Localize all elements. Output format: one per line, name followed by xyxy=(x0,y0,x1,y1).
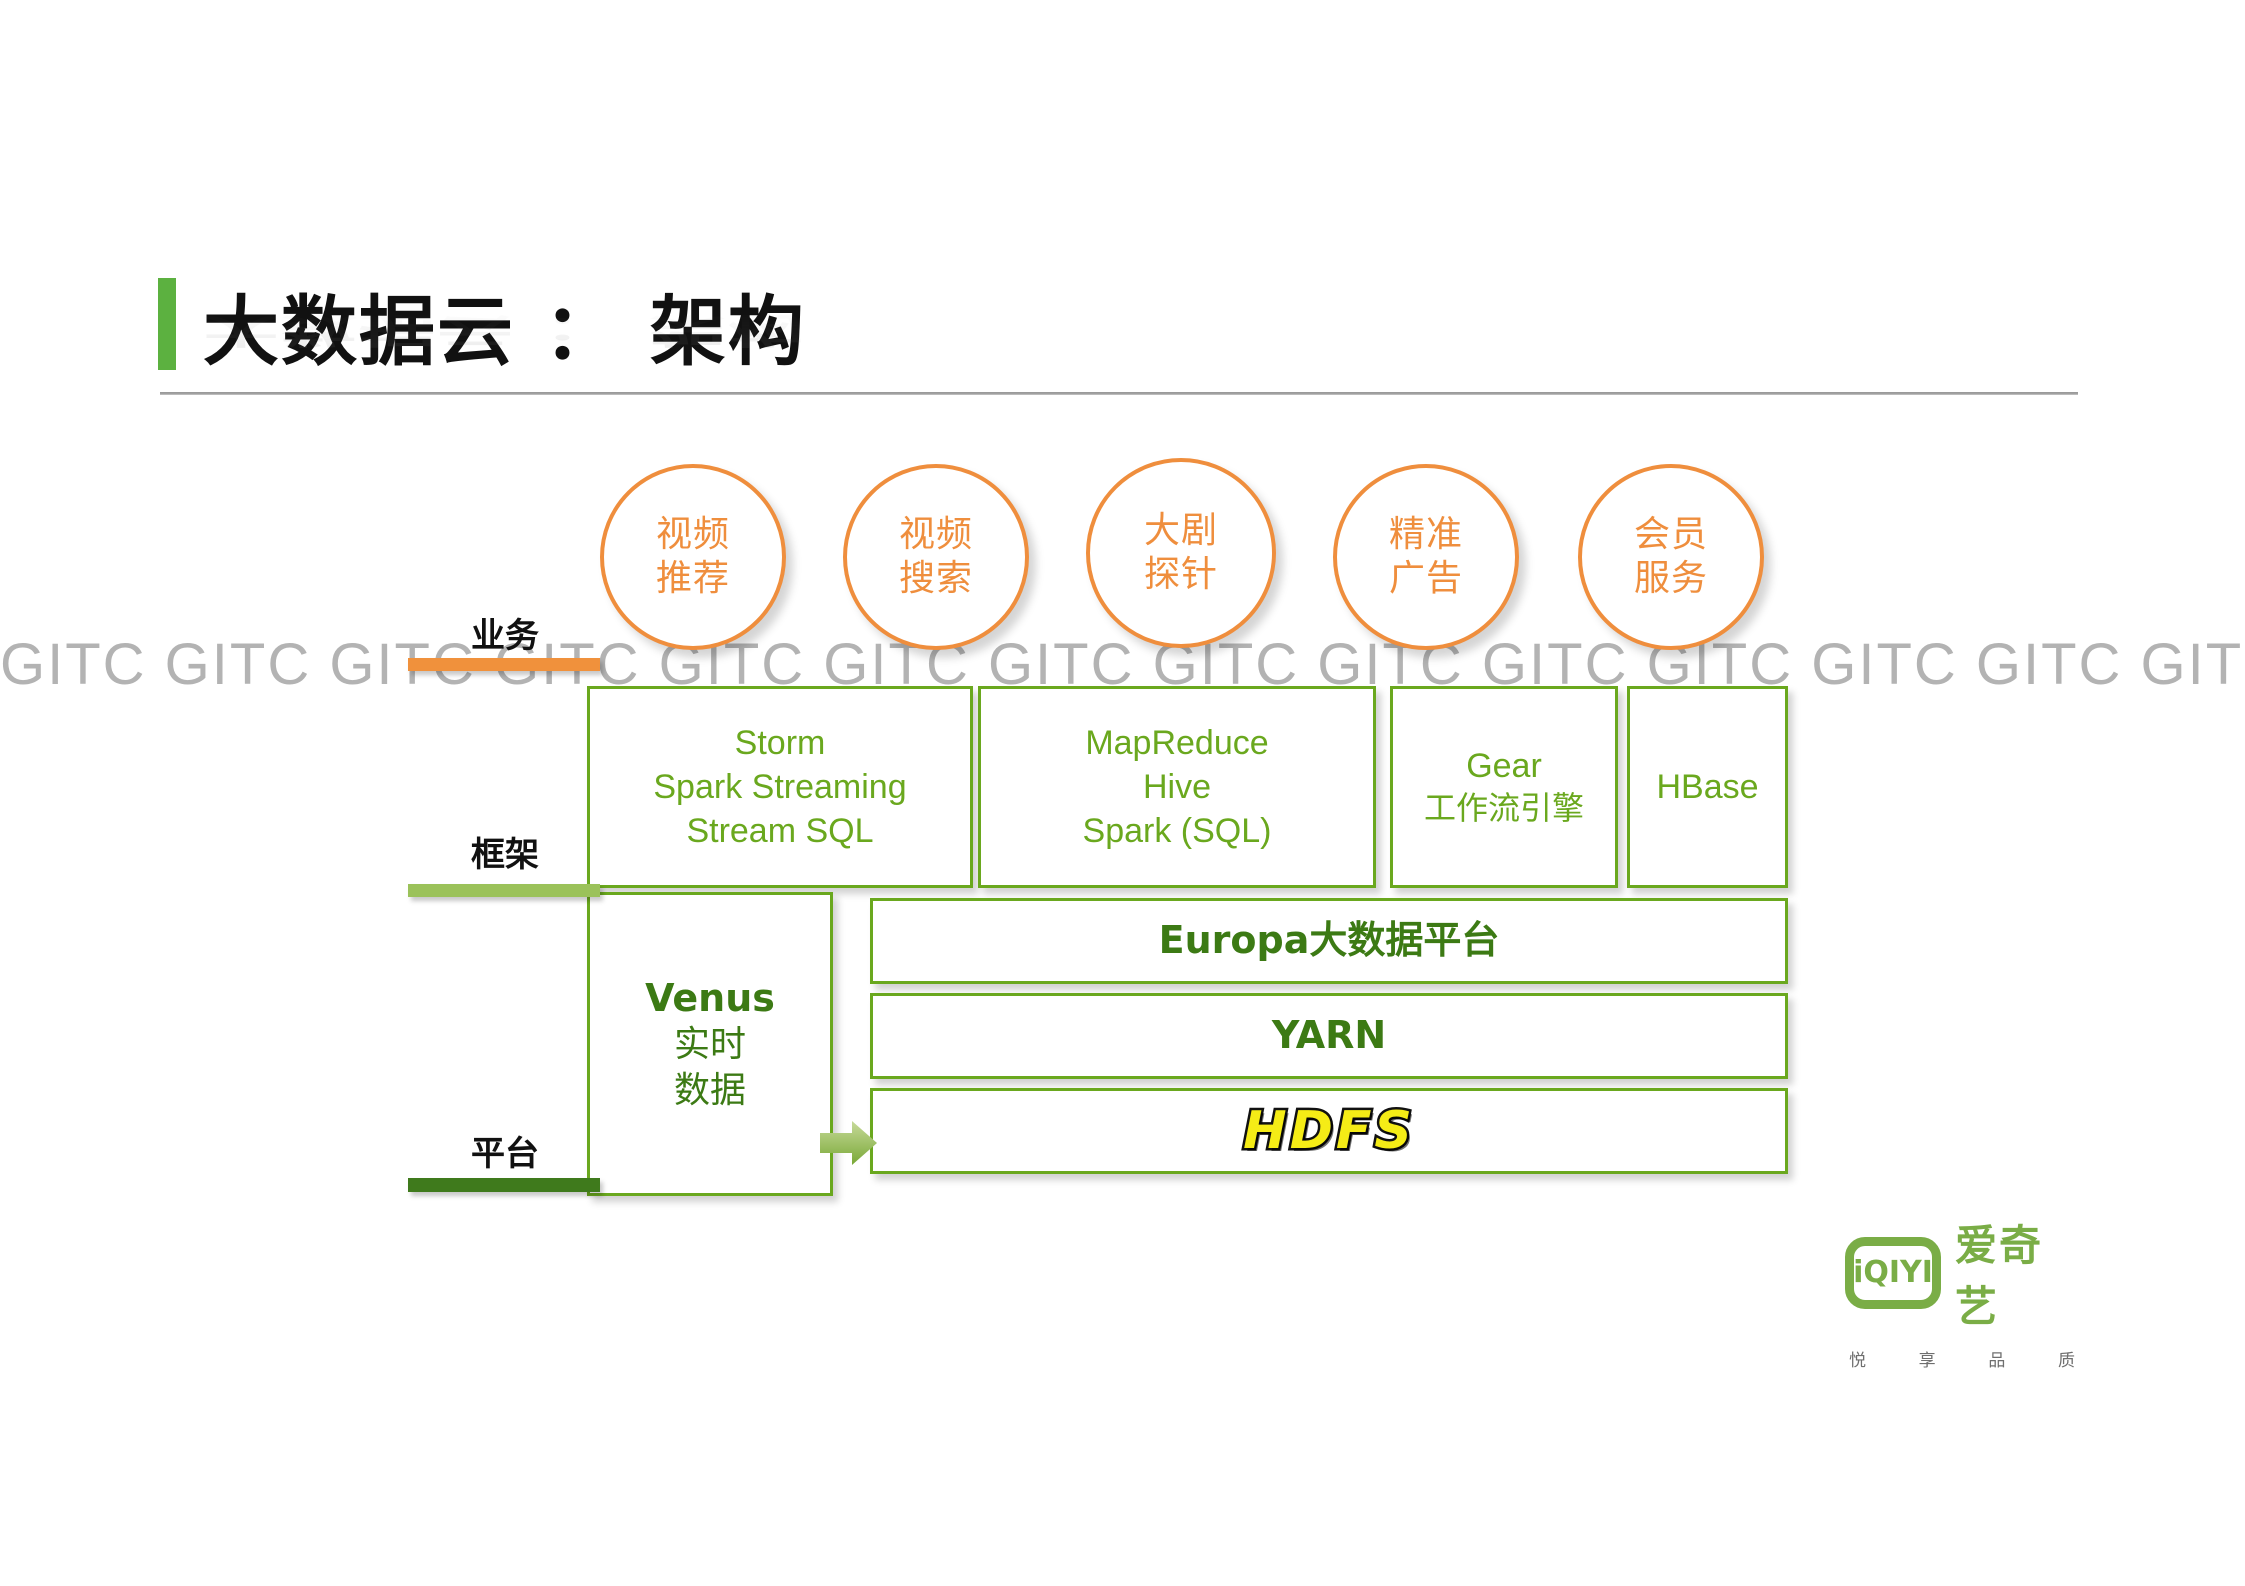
box-line: Storm xyxy=(734,723,826,762)
iqiyi-mark-text: iQIYI xyxy=(1853,1255,1933,1290)
iqiyi-brand-name: 爱奇艺 xyxy=(1955,1221,2044,1331)
box-line: Gear xyxy=(1466,747,1542,786)
venus-name: Venus xyxy=(645,975,775,1020)
circle-line-2: 推荐 xyxy=(655,558,730,599)
box-line: YARN xyxy=(1271,1013,1387,1058)
venus-line-3: 数据 xyxy=(673,1070,746,1112)
iqiyi-mark-icon: iQIYI xyxy=(1845,1237,1941,1309)
box-line: HBase xyxy=(1656,767,1759,806)
box-line: 工作流引擎 xyxy=(1423,789,1584,828)
circle-line-2: 探针 xyxy=(1143,554,1218,595)
iqiyi-logo-row: iQIYI 爱奇艺 xyxy=(1845,1212,2080,1334)
platform-box-yarn[interactable]: YARN xyxy=(870,993,1788,1079)
title-text: 大数据云 ： 架构 xyxy=(203,287,806,376)
iqiyi-tagline: 悦 享 品 质 xyxy=(1845,1346,2080,1371)
platform-box-europa[interactable]: Europa大数据平台 xyxy=(870,898,1788,984)
hdfs-logo: HDFS xyxy=(1233,1101,1425,1160)
box-line: MapReduce xyxy=(1085,723,1269,762)
framework-box-streaming[interactable]: Storm Spark Streaming Stream SQL xyxy=(587,686,973,888)
framework-box-hbase[interactable]: HBase xyxy=(1627,686,1788,888)
tagline-char: 质 xyxy=(2057,1351,2076,1371)
row-bar-platform xyxy=(408,1178,600,1192)
box-line: Spark Streaming xyxy=(653,767,907,806)
circle-line-1: 会员 xyxy=(1633,514,1708,556)
circle-line-1: 精准 xyxy=(1388,514,1463,556)
title-accent-bar xyxy=(158,278,176,370)
circle-line-1: 视频 xyxy=(655,514,730,556)
framework-box-batch[interactable]: MapReduce Hive Spark (SQL) xyxy=(978,686,1376,888)
box-line: Spark (SQL) xyxy=(1082,812,1272,851)
row-label-framework: 框架 xyxy=(471,835,539,875)
platform-box-hdfs[interactable]: HDFS xyxy=(870,1088,1788,1174)
circle-line-2: 搜索 xyxy=(898,558,973,599)
iqiyi-logo: iQIYI 爱奇艺 悦 享 品 质 xyxy=(1845,1212,2080,1371)
business-circle-video-search[interactable]: 视频 搜索 xyxy=(843,464,1029,650)
business-circle-video-recommend[interactable]: 视频 推荐 xyxy=(600,464,786,650)
circle-line-1: 大剧 xyxy=(1143,510,1218,552)
framework-box-gear[interactable]: Gear 工作流引擎 xyxy=(1390,686,1618,888)
row-bar-framework xyxy=(408,884,600,897)
circle-line-1: 视频 xyxy=(898,514,973,556)
tagline-char: 悦 xyxy=(1849,1351,1867,1371)
box-line: Stream SQL xyxy=(686,812,874,851)
circle-line-2: 服务 xyxy=(1633,558,1708,599)
business-circle-member-service[interactable]: 会员 服务 xyxy=(1578,464,1764,650)
tagline-char: 品 xyxy=(1988,1351,2007,1371)
box-line: Hive xyxy=(1142,767,1212,806)
business-circle-drama-probe[interactable]: 大剧 探针 xyxy=(1086,458,1276,648)
row-label-business: 业务 xyxy=(471,616,539,656)
row-bar-business xyxy=(408,658,600,671)
venus-to-hdfs-arrow-icon xyxy=(820,1121,877,1165)
tagline-char: 享 xyxy=(1918,1351,1937,1371)
row-label-platform: 平台 xyxy=(471,1134,539,1174)
box-line: Europa大数据平台 xyxy=(1158,918,1500,963)
circle-line-2: 广告 xyxy=(1388,558,1463,599)
venus-line-2: 实时 xyxy=(673,1024,746,1066)
title-divider xyxy=(160,392,2078,395)
platform-box-venus[interactable]: Venus 实时 数据 xyxy=(587,892,833,1196)
business-circle-precise-ads[interactable]: 精准 广告 xyxy=(1333,464,1519,650)
title-reflection: 大数据云 ： 架构 xyxy=(203,310,806,351)
